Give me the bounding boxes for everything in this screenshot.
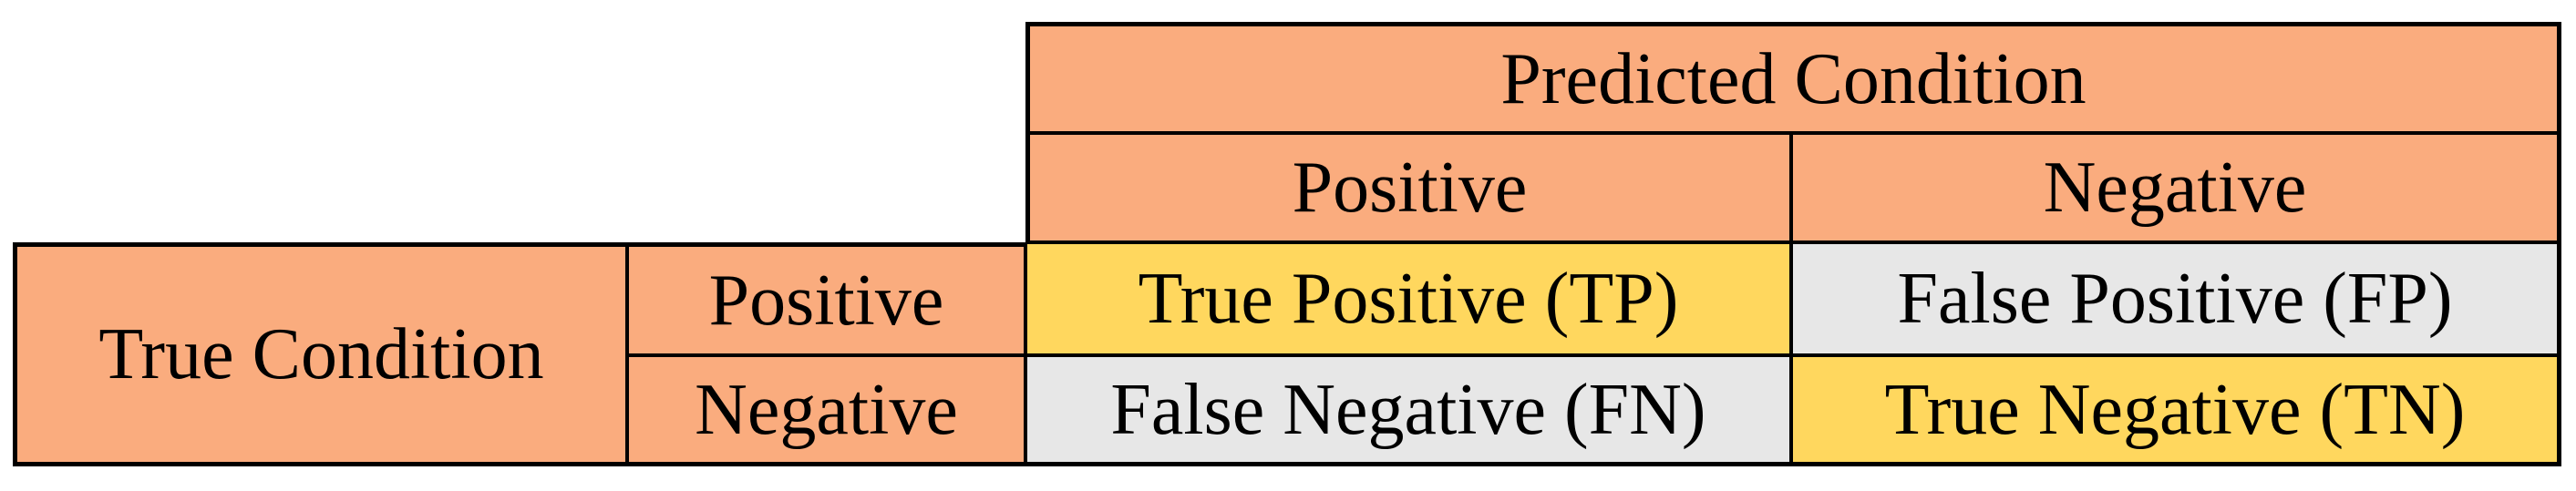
predicted-negative-column-header: Negative [1791,133,2561,242]
true-positive-row-header: Positive [627,242,1025,355]
true-positive-cell: True Positive (TP) [1025,242,1791,355]
predicted-condition-header: Predicted Condition [1025,22,2561,133]
false-positive-cell: False Positive (FP) [1791,242,2561,355]
true-condition-header: True Condition [13,242,627,466]
confusion-matrix-table: Predicted Condition Positive Negative Tr… [13,22,2561,466]
predicted-positive-column-header: Positive [1025,133,1791,242]
true-negative-row-header: Negative [627,355,1025,466]
true-negative-cell: True Negative (TN) [1791,355,2561,466]
false-negative-cell: False Negative (FN) [1025,355,1791,466]
